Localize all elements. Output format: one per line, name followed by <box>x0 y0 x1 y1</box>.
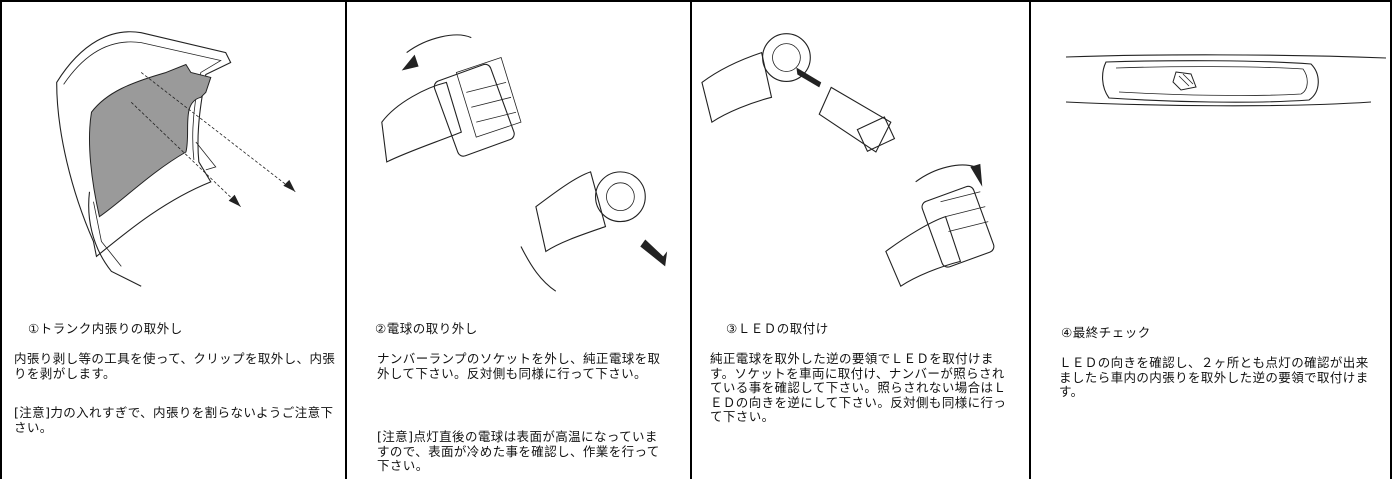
step-title: ③ＬＥＤの取付け <box>726 321 829 336</box>
bulb-removal-illustration <box>381 34 668 292</box>
step-instruction: ＬＥＤの向きを確認し、２ヶ所とも点灯の確認が出来ましたら車内の内張りを取外した逆… <box>1059 355 1369 399</box>
step-instruction: 内張り剥し等の工具を使って、クリップを取外し、内張りを剥がします。 <box>14 351 336 381</box>
step-title: ④最終チェック <box>1061 325 1151 340</box>
step-instruction: 純正電球を取外した逆の要領でＬＥＤを取付けます。ソケットを車両に取付け、ナンバー… <box>710 351 1007 424</box>
trunk-liner-illustration <box>56 31 296 287</box>
step-caution-note: [注意]点灯直後の電球は表面が高温になっていますので、表面が冷めた事を確認し、作… <box>377 429 660 473</box>
step-panel-1: ①トランク内張りの取外し 内張り剥し等の工具を使って、クリップを取外し、内張りを… <box>2 2 347 479</box>
final-check-illustration <box>1065 54 1387 107</box>
step-instruction: ナンバーランプのソケットを外し、純正電球を取外して下さい。反対側も同様に行って下… <box>377 351 661 381</box>
step-panel-3: ③ＬＥＤの取付け 純正電球を取外した逆の要領でＬＥＤを取付けます。ソケットを車両… <box>692 2 1031 479</box>
step-caution-note: [注意]力の入れすぎで、内張りを割らないようご注意下さい。 <box>14 405 334 435</box>
step-title: ①トランク内張りの取外し <box>28 321 183 336</box>
step-panel-2: ②電球の取り外し ナンバーランプのソケットを外し、純正電球を取外して下さい。反対… <box>347 2 692 479</box>
step-panel-4: ④最終チェック ＬＥＤの向きを確認し、２ヶ所とも点灯の確認が出来ましたら車内の内… <box>1031 2 1390 479</box>
led-installation-illustration <box>701 33 995 288</box>
step-title: ②電球の取り外し <box>375 321 478 336</box>
